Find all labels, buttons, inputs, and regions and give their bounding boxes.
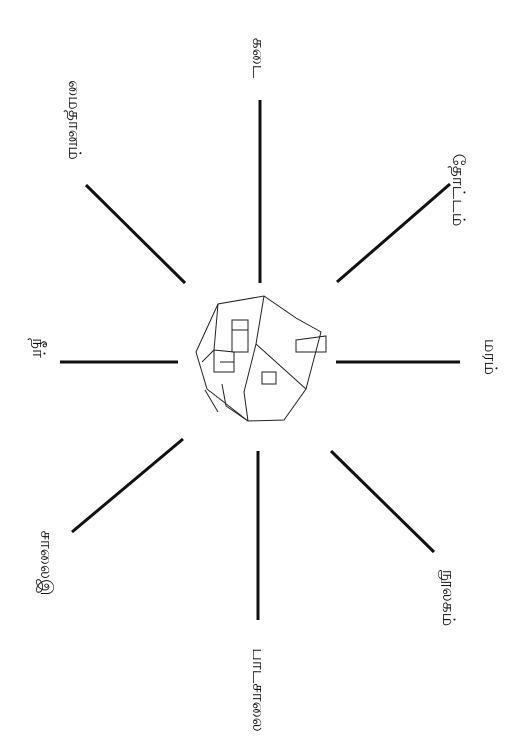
label-left: நீர் xyxy=(28,338,48,358)
spoke-top-right xyxy=(337,184,450,282)
label-bottom-left: சாலைஇ xyxy=(36,530,56,595)
spoke-bottom-left xyxy=(72,439,183,532)
label-top-right: தோட்டம் xyxy=(448,154,468,227)
label-bottom-right: நூலகம் xyxy=(438,570,458,627)
label-right: மரம் xyxy=(480,339,500,375)
label-bottom: பாடசாலை xyxy=(248,648,268,732)
label-top: கடை xyxy=(248,38,268,79)
label-top-left: மைதானம் xyxy=(64,80,84,160)
spoke-bottom-right xyxy=(331,451,434,552)
house-icon xyxy=(196,296,326,421)
spoke-top-left xyxy=(86,185,185,283)
